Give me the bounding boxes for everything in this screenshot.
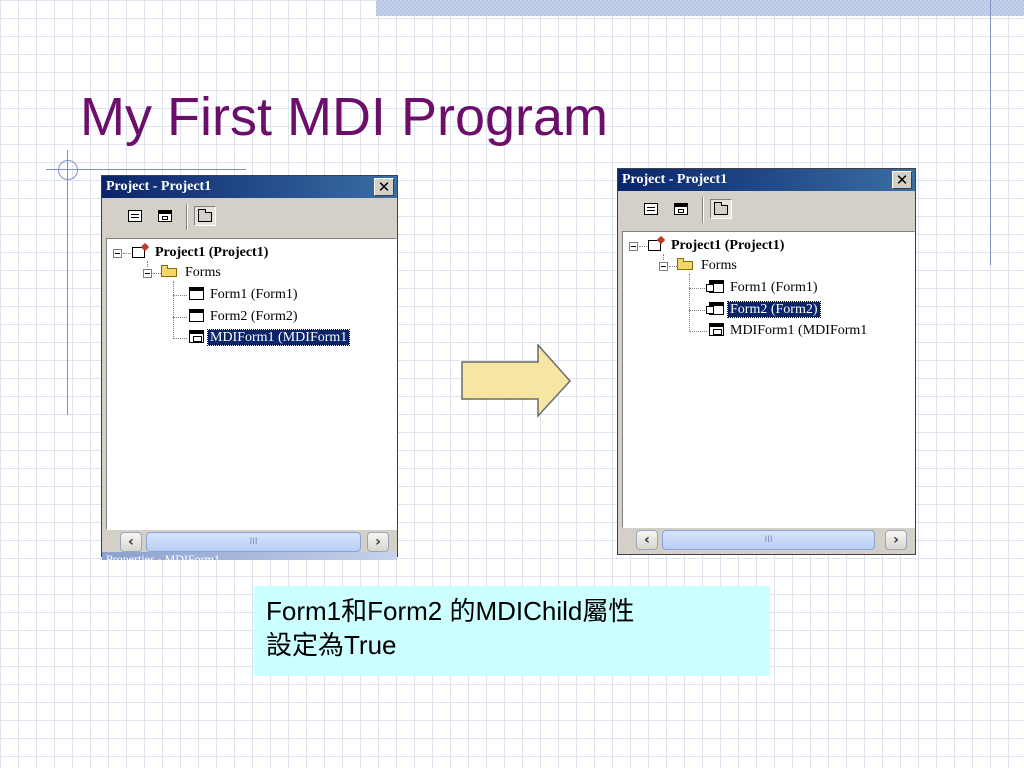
toggle-folders-button[interactable]: [194, 206, 216, 226]
close-button[interactable]: ✕: [892, 171, 912, 189]
project-tree: Project1 (Project1) Forms Form1 (Form1) …: [106, 238, 397, 530]
tree-line: [689, 331, 707, 333]
top-decorative-band: [376, 0, 1024, 16]
decor-circle: [58, 160, 78, 180]
collapse-project-icon[interactable]: [113, 249, 122, 258]
tree-node-form1[interactable]: Form1 (Form1): [189, 285, 300, 305]
toolbar-separator: [702, 197, 704, 223]
tree-node-project[interactable]: Project1 (Project1): [647, 236, 786, 256]
tree-line: [147, 261, 149, 267]
properties-window-titlebar: Properties - MDIForm1: [102, 552, 397, 560]
view-object-button[interactable]: [154, 206, 176, 226]
tree-line: [173, 317, 187, 319]
title-underline: [46, 169, 246, 170]
tree-line: [689, 274, 691, 330]
tree-line: [153, 273, 161, 275]
chevron-left-icon: ‹: [128, 534, 134, 550]
chevron-right-icon: ›: [375, 534, 381, 550]
caption-line-1: Form1和Form2 的MDIChild屬性: [266, 596, 635, 626]
tree-node-mdiform1[interactable]: MDIForm1 (MDIForm1: [189, 328, 351, 348]
caption-line-2: 設定為True: [266, 630, 397, 660]
tree-node-mdiform1[interactable]: MDIForm1 (MDIForm1: [709, 321, 869, 341]
close-icon: ✕: [895, 171, 909, 189]
form-icon: [189, 309, 204, 322]
project-toolbar: [102, 198, 397, 234]
toggle-folders-icon: [198, 209, 212, 222]
view-code-icon: [128, 210, 142, 222]
chevron-right-icon: ›: [893, 532, 899, 548]
project-window-before: Project - Project1 ✕ Project1 (Project1)…: [101, 175, 398, 560]
collapse-forms-icon[interactable]: [659, 262, 668, 271]
project-icon: [647, 237, 665, 251]
mdi-form-icon: [189, 330, 204, 343]
tree-line: [173, 281, 175, 337]
toggle-folders-button[interactable]: [710, 199, 732, 219]
mdi-child-form-icon: [706, 302, 724, 315]
project-tree: Project1 (Project1) Forms Form1 (Form1) …: [622, 231, 915, 528]
folder-icon: [161, 265, 179, 277]
view-object-icon: [158, 210, 172, 222]
view-code-button[interactable]: [124, 206, 146, 226]
tree-node-form1[interactable]: Form1 (Form1): [706, 278, 820, 298]
close-button[interactable]: ✕: [374, 178, 394, 196]
arrow-right-icon: [461, 344, 572, 418]
window-title: Project - Project1: [106, 179, 212, 194]
project-window-after: Project - Project1 ✕ Project1 (Project1)…: [617, 168, 916, 555]
toggle-folders-icon: [714, 202, 728, 215]
tree-line: [173, 295, 187, 297]
right-decor-line: [990, 0, 991, 265]
scroll-left-button[interactable]: ‹: [120, 532, 142, 552]
view-object-button[interactable]: [670, 199, 692, 219]
mdi-child-form-icon: [706, 280, 724, 293]
tree-line: [639, 246, 647, 248]
caption-box: Form1和Form2 的MDIChild屬性 設定為True: [254, 586, 770, 676]
project-icon: [131, 244, 149, 258]
scroll-right-button[interactable]: ›: [367, 532, 389, 552]
tree-node-forms[interactable]: Forms: [677, 256, 739, 276]
tree-line: [173, 338, 187, 340]
tree-node-form2[interactable]: Form2 (Form2): [189, 307, 300, 327]
form-icon: [189, 287, 204, 300]
tree-line: [123, 253, 131, 255]
view-code-icon: [644, 203, 658, 215]
tree-line: [689, 288, 707, 290]
close-icon: ✕: [377, 178, 391, 196]
horizontal-scrollbar[interactable]: ‹ III ›: [106, 532, 393, 552]
left-decor-line: [67, 150, 68, 415]
scroll-thumb[interactable]: III: [146, 532, 361, 552]
folder-icon: [677, 258, 695, 270]
tree-node-forms[interactable]: Forms: [161, 263, 223, 283]
tree-node-form2[interactable]: Form2 (Form2): [706, 300, 821, 320]
window-title: Project - Project1: [622, 172, 728, 187]
scroll-thumb[interactable]: III: [662, 530, 875, 550]
window-titlebar: Project - Project1 ✕: [102, 176, 397, 198]
tree-line: [689, 310, 707, 312]
tree-line: [669, 266, 677, 268]
collapse-project-icon[interactable]: [629, 242, 638, 251]
view-object-icon: [674, 203, 688, 215]
horizontal-scrollbar[interactable]: ‹ III ›: [622, 530, 911, 550]
toolbar-separator: [186, 204, 188, 230]
tree-line: [663, 254, 665, 260]
project-toolbar: [618, 191, 915, 227]
chevron-left-icon: ‹: [644, 532, 650, 548]
tree-node-project[interactable]: Project1 (Project1): [131, 243, 270, 263]
mdi-form-icon: [709, 323, 724, 336]
slide-title: My First MDI Program: [80, 87, 609, 147]
collapse-forms-icon[interactable]: [143, 269, 152, 278]
window-titlebar: Project - Project1 ✕: [618, 169, 915, 191]
scroll-left-button[interactable]: ‹: [636, 530, 658, 550]
view-code-button[interactable]: [640, 199, 662, 219]
scroll-right-button[interactable]: ›: [885, 530, 907, 550]
